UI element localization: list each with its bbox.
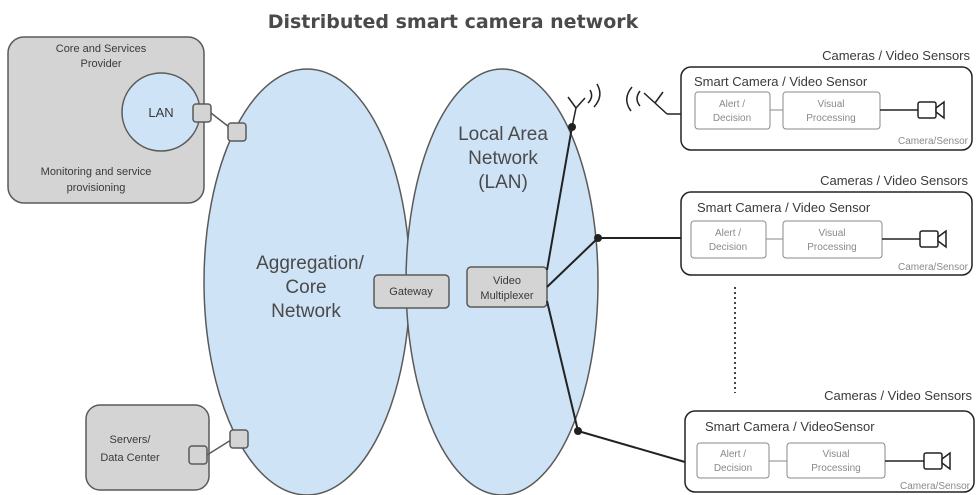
camera-group-3: Cameras / Video Sensors Smart Camera / V… <box>684 388 975 493</box>
diagram-title: Distributed smart camera network <box>268 11 639 33</box>
camera-sensor-label: Camera/Sensor <box>898 136 969 147</box>
video-multiplexer-label-1: Video <box>493 275 521 287</box>
wireless-signal-icon <box>587 83 601 108</box>
aggregation-label-2: Core <box>285 277 326 298</box>
core-services-label-2: Provider <box>81 58 122 70</box>
lan-label-3: (LAN) <box>478 172 528 193</box>
core-services-label-1: Core and Services <box>56 43 147 55</box>
servers-data-center-box <box>85 404 210 491</box>
gateway-label: Gateway <box>389 286 433 298</box>
camera-group-heading: Cameras / Video Sensors <box>824 388 972 403</box>
gateway-box <box>373 274 450 309</box>
visual-processing-label-1: Visual <box>822 449 849 460</box>
wireless-signal-icon <box>626 86 641 112</box>
visual-processing-label-2: Processing <box>811 463 860 474</box>
link-servers-aggregation <box>206 439 232 456</box>
link-core-aggregation <box>210 112 230 128</box>
link-camera-group-3 <box>577 430 686 463</box>
port-aggregation-top <box>227 122 247 142</box>
lan-backbone <box>546 126 686 463</box>
camera-sensor-label: Camera/Sensor <box>900 481 971 492</box>
camera-group-heading: Cameras / Video Sensors <box>820 173 968 188</box>
aggregation-label-1: Aggregation/ <box>256 253 364 274</box>
port-servers <box>188 445 208 465</box>
smart-camera-title: Smart Camera / Video Sensor <box>694 74 868 89</box>
alert-decision-label-2: Decision <box>713 113 751 124</box>
servers-label-1: Servers/ <box>110 434 152 446</box>
core-services-footer-2: provisioning <box>67 182 126 194</box>
core-services-provider: Core and Services Provider LAN Monitorin… <box>7 36 205 204</box>
link-mux-middle <box>546 237 599 288</box>
camera-sensor-label: Camera/Sensor <box>898 262 969 273</box>
alert-decision-label-1: Alert / <box>719 99 745 110</box>
aggregation-label-3: Network <box>271 301 341 322</box>
video-multiplexer-label-2: Multiplexer <box>480 290 534 302</box>
camera-group-1: Cameras / Video Sensors Smart Camera / V… <box>680 48 973 151</box>
port-aggregation-bottom <box>229 429 249 449</box>
visual-processing-label-1: Visual <box>818 228 845 239</box>
lan-label-1: Local Area <box>458 124 548 145</box>
antenna-icon <box>643 91 683 115</box>
alert-decision-label-1: Alert / <box>720 449 746 460</box>
camera-icon <box>917 100 945 120</box>
camera-group-2: Cameras / Video Sensors Smart Camera / V… <box>680 173 973 276</box>
camera-icon <box>923 451 951 471</box>
lan-label-2: Network <box>468 148 538 169</box>
port-core-services <box>192 103 212 123</box>
antenna-icon <box>567 96 586 128</box>
camera-icon <box>919 229 947 249</box>
link-mux-top <box>546 126 573 271</box>
core-lan-label: LAN <box>148 105 173 120</box>
visual-processing-label-2: Processing <box>807 242 856 253</box>
link-mux-bottom <box>546 300 579 432</box>
node-middle <box>594 234 602 242</box>
alert-decision-label-2: Decision <box>709 242 747 253</box>
visual-processing-label-1: Visual <box>817 99 844 110</box>
node-bottom <box>574 427 582 435</box>
camera-group-heading: Cameras / Video Sensors <box>822 48 970 63</box>
alert-decision-label-2: Decision <box>714 463 752 474</box>
core-services-footer-1: Monitoring and service <box>41 166 152 178</box>
servers-label-2: Data Center <box>100 452 160 464</box>
smart-camera-title: Smart Camera / Video Sensor <box>697 200 871 215</box>
smart-camera-title: Smart Camera / VideoSensor <box>705 419 875 434</box>
alert-decision-label-1: Alert / <box>715 228 741 239</box>
visual-processing-label-2: Processing <box>806 113 855 124</box>
